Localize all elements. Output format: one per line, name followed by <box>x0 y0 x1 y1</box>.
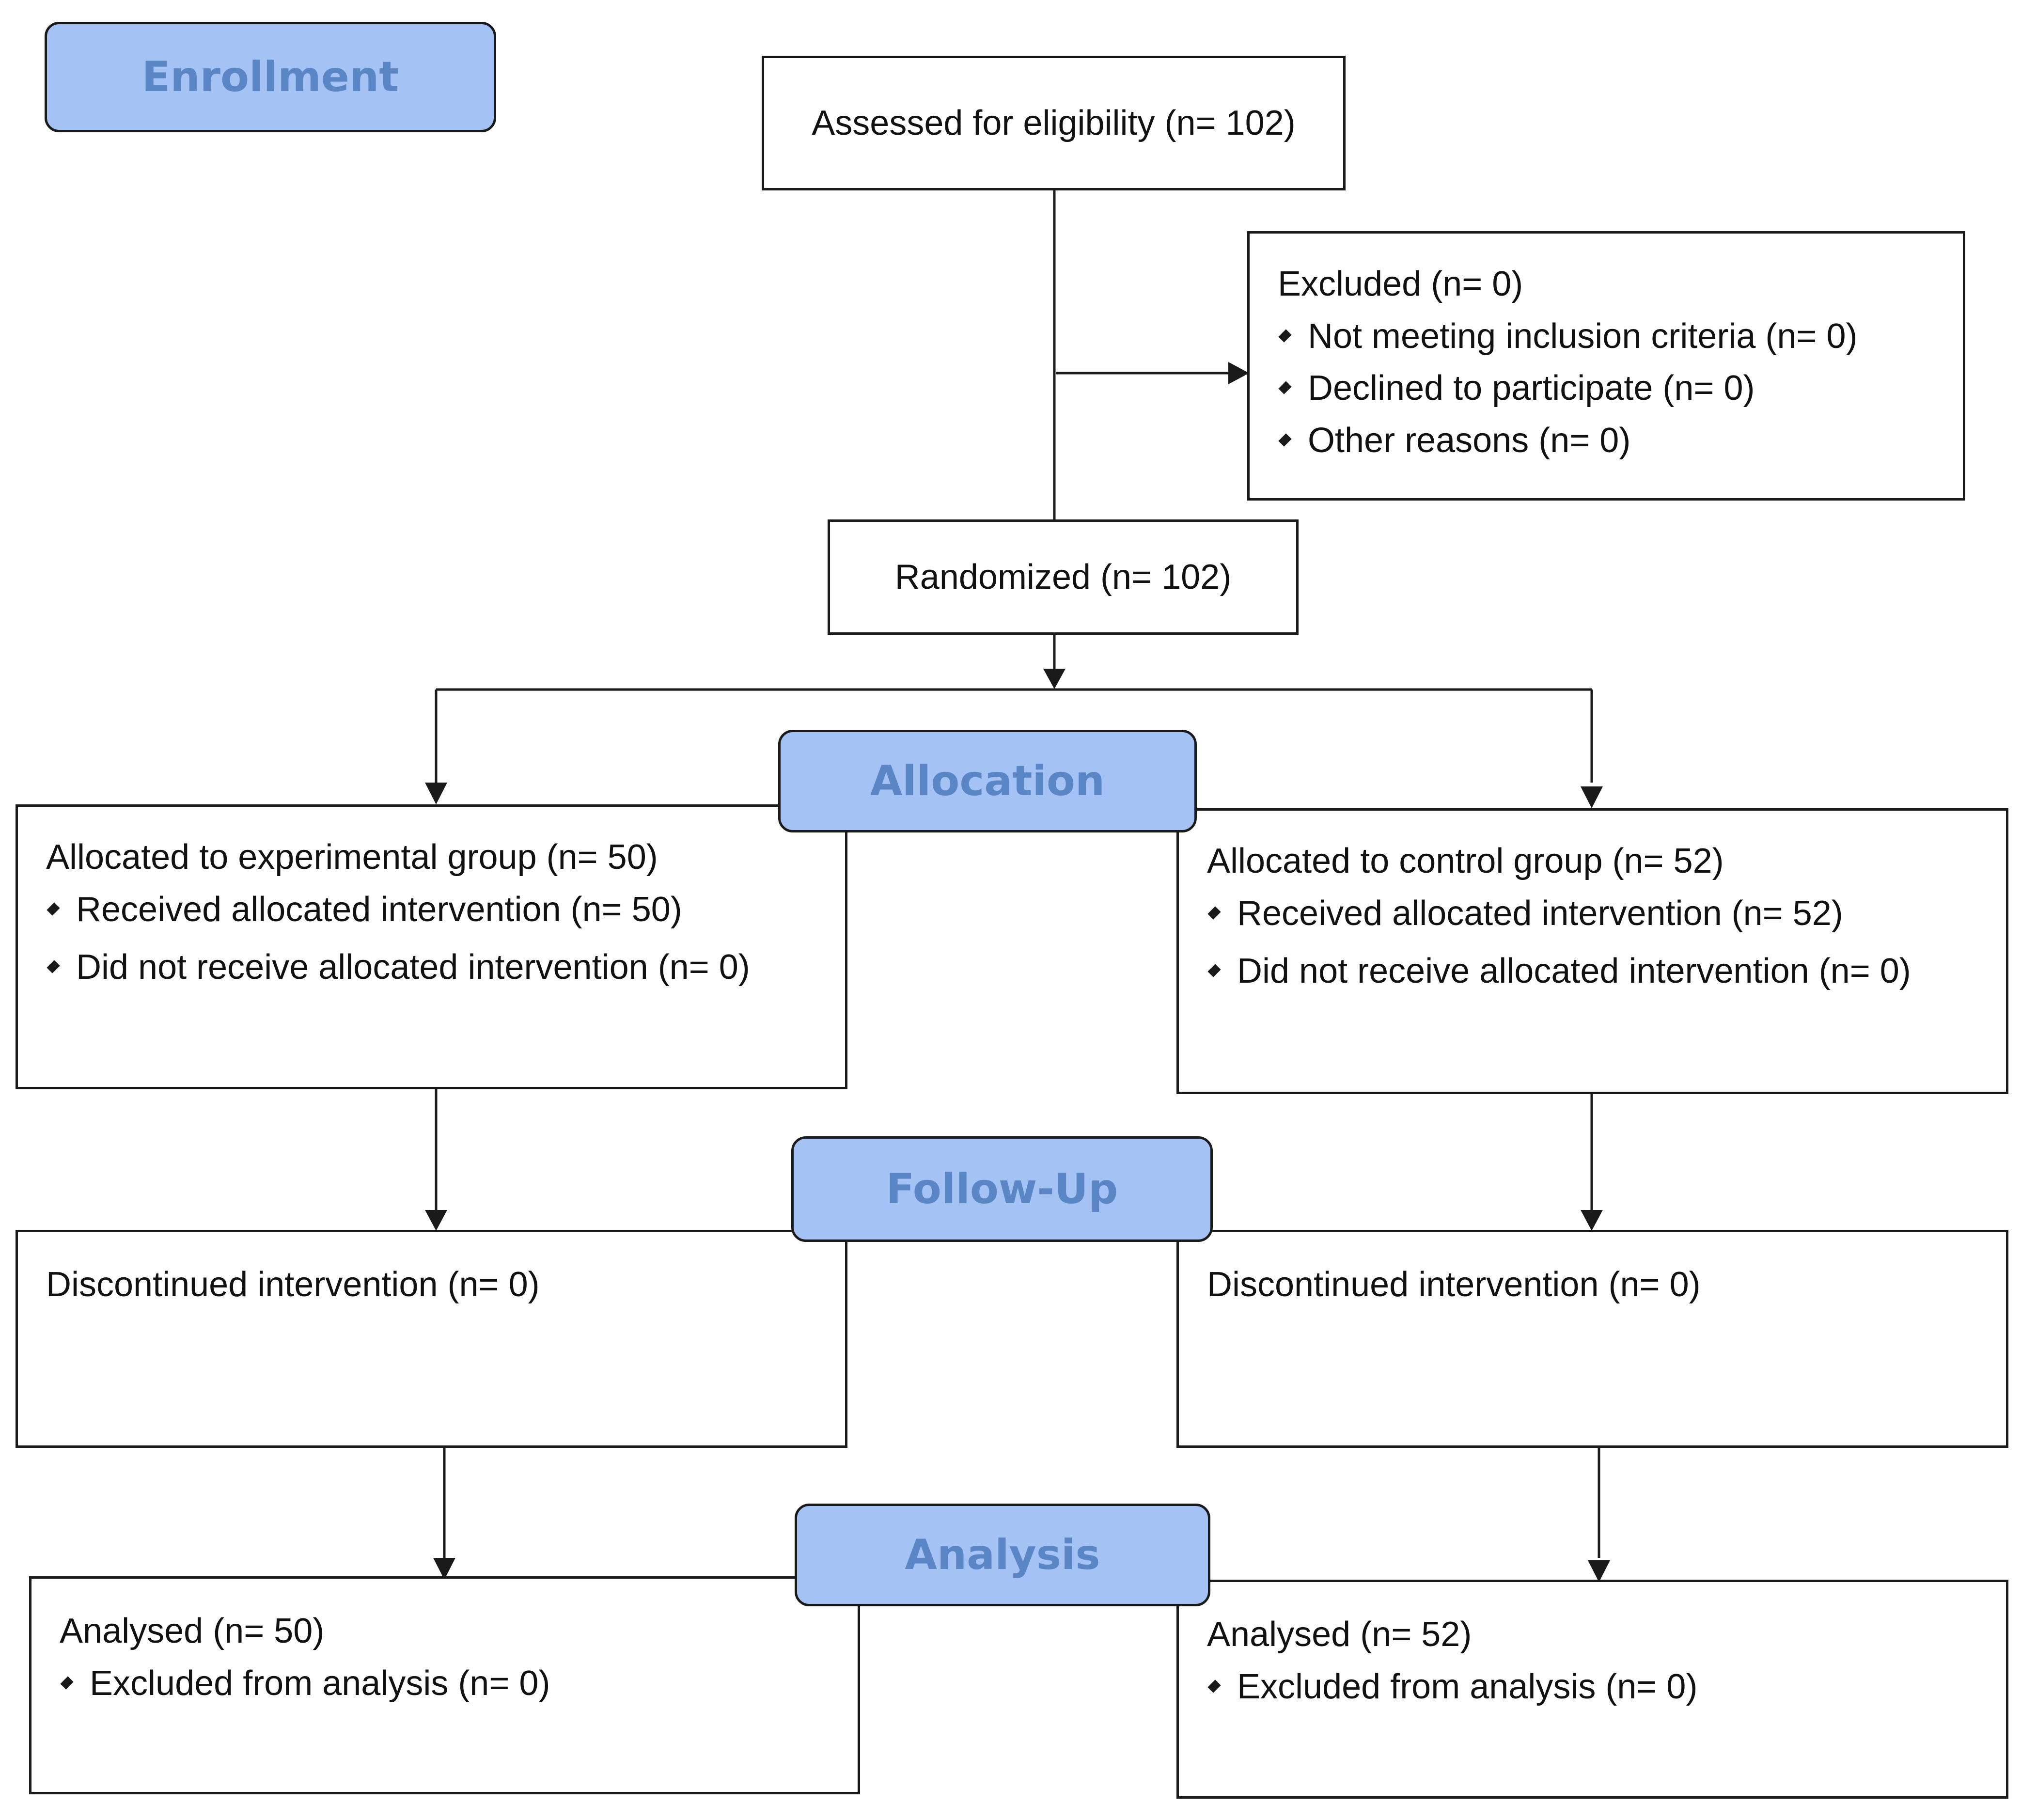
allocation-control-item: Did not receive allocated intervention (… <box>1207 954 1911 988</box>
stage-enrollment: Enrollment <box>45 22 496 132</box>
diamond-bullet-icon <box>47 960 60 973</box>
arrowhead-follow-right <box>1581 1210 1603 1231</box>
randomized-box: Randomized (n= 102) <box>828 519 1299 635</box>
diamond-bullet-icon <box>1207 1679 1221 1693</box>
allocation-experimental-item: Received allocated intervention (n= 50) <box>47 892 682 927</box>
follow-up-experimental-box: Discontinued intervention (n= 0) <box>16 1230 847 1448</box>
stage-follow-up-label: Follow-Up <box>886 1165 1118 1213</box>
analysis-control-item: Excluded from analysis (n= 0) <box>1207 1669 1697 1704</box>
randomized-text: Randomized (n= 102) <box>894 558 1232 596</box>
assessed-text: Assessed for eligibility (n= 102) <box>812 104 1296 142</box>
excluded-item: Not meeting inclusion criteria (n= 0) <box>1278 319 1858 354</box>
arrowhead-alloc-left <box>425 783 447 804</box>
allocation-experimental-title: Allocated to experimental group (n= 50) <box>46 838 658 877</box>
arrowhead-follow-left <box>425 1210 447 1231</box>
arrowhead-analysis-right <box>1588 1560 1610 1582</box>
stage-enrollment-label: Enrollment <box>141 53 399 101</box>
arrowhead-randomized <box>1043 669 1065 689</box>
diamond-bullet-icon <box>47 902 60 916</box>
analysis-experimental-box: Analysed (n= 50) Excluded from analysis … <box>29 1576 860 1794</box>
follow-up-control-text: Discontinued intervention (n= 0) <box>1207 1265 1701 1304</box>
analysis-control-box: Analysed (n= 52) Excluded from analysis … <box>1176 1580 2008 1799</box>
stage-allocation-label: Allocation <box>870 757 1105 805</box>
allocation-control-box: Allocated to control group (n= 52) Recei… <box>1176 808 2008 1094</box>
analysis-experimental-item: Excluded from analysis (n= 0) <box>60 1666 550 1701</box>
follow-up-experimental-text: Discontinued intervention (n= 0) <box>46 1265 540 1304</box>
stage-allocation: Allocation <box>778 730 1197 832</box>
allocation-control-title: Allocated to control group (n= 52) <box>1207 842 1724 880</box>
excluded-box: Excluded (n= 0) Not meeting inclusion cr… <box>1247 231 1965 501</box>
stage-follow-up: Follow-Up <box>791 1136 1213 1242</box>
follow-up-control-box: Discontinued intervention (n= 0) <box>1176 1230 2008 1448</box>
analysis-control-title: Analysed (n= 52) <box>1207 1615 1472 1654</box>
diamond-bullet-icon <box>1278 381 1292 394</box>
excluded-title: Excluded (n= 0) <box>1278 265 1523 303</box>
diamond-bullet-icon <box>1207 906 1221 920</box>
analysis-experimental-title: Analysed (n= 50) <box>60 1612 325 1650</box>
assessed-box: Assessed for eligibility (n= 102) <box>762 56 1346 190</box>
diamond-bullet-icon <box>1278 329 1292 343</box>
allocation-experimental-item: Did not receive allocated intervention (… <box>47 950 750 985</box>
arrowhead-excluded <box>1228 362 1249 384</box>
excluded-item: Declined to participate (n= 0) <box>1278 371 1755 406</box>
diamond-bullet-icon <box>1278 433 1292 447</box>
arrowhead-analysis-left <box>433 1558 455 1580</box>
stage-analysis: Analysis <box>795 1504 1210 1606</box>
diamond-bullet-icon <box>1207 964 1221 977</box>
excluded-item: Other reasons (n= 0) <box>1278 423 1630 458</box>
allocation-control-item: Received allocated intervention (n= 52) <box>1207 896 1843 931</box>
stage-analysis-label: Analysis <box>905 1531 1100 1579</box>
allocation-experimental-box: Allocated to experimental group (n= 50) … <box>16 804 847 1089</box>
diamond-bullet-icon <box>60 1676 74 1690</box>
arrowhead-alloc-right <box>1581 786 1603 808</box>
